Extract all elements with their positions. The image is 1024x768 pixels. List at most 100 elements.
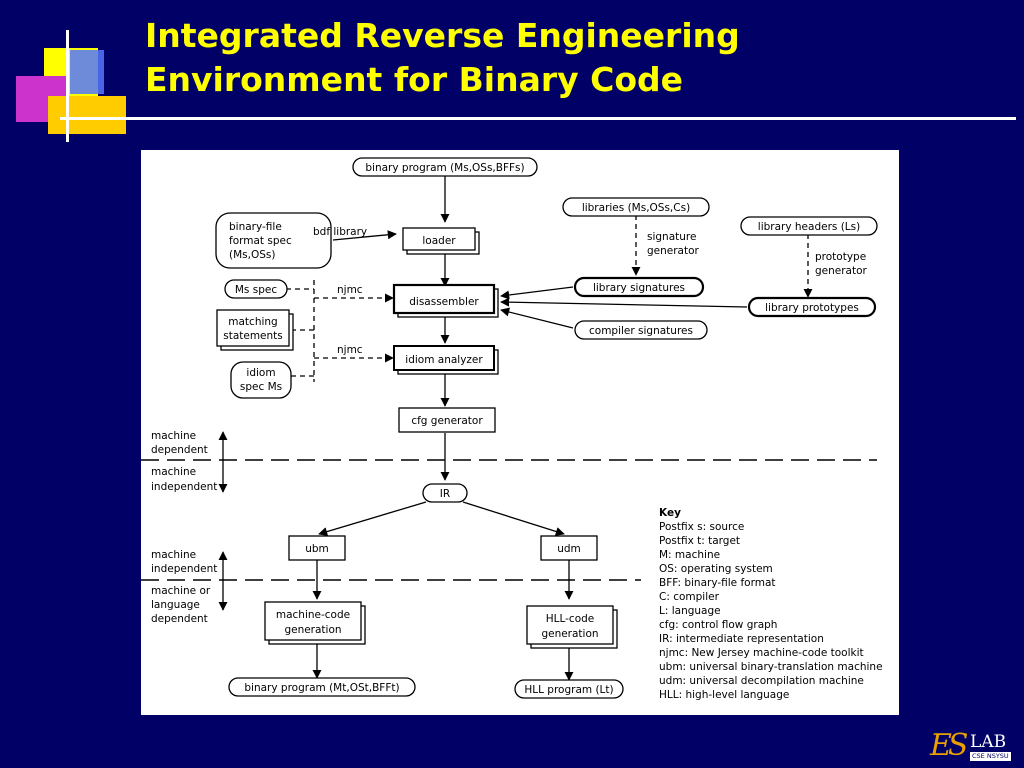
key-item: njmc: New Jersey machine-code toolkit bbox=[659, 647, 864, 659]
edge-spec-loader bbox=[332, 230, 397, 241]
node-library-signatures bbox=[573, 276, 705, 298]
node-hll-program bbox=[514, 679, 624, 699]
key-item: M: machine bbox=[659, 549, 720, 561]
label-library-prototypes: library prototypes bbox=[765, 302, 859, 314]
side-machine-or-language-3: dependent bbox=[151, 613, 208, 625]
node-machine-code-generation bbox=[264, 601, 362, 641]
node-matching bbox=[216, 309, 290, 347]
key-item: BFF: binary-file format bbox=[659, 577, 776, 589]
label-bdf-library: bdf library bbox=[313, 226, 367, 238]
key-item: L: language bbox=[659, 605, 721, 617]
key-item: OS: operating system bbox=[659, 563, 773, 575]
node-loader bbox=[402, 227, 476, 251]
architecture-diagram: binary program (Ms,OSs,BFFs) binary-file… bbox=[141, 150, 899, 715]
node-binary-file-spec bbox=[215, 212, 332, 269]
side-machine-independent-b-2: independent bbox=[151, 563, 217, 575]
edge-compsigs-disasm bbox=[500, 307, 574, 329]
label-mcg-1: machine-code bbox=[276, 609, 350, 621]
label-ir: IR bbox=[440, 488, 450, 500]
key-heading: Key bbox=[659, 507, 681, 519]
logo-name: LAB bbox=[970, 732, 1007, 752]
deco-square-orange bbox=[48, 96, 126, 134]
title-line-1: Integrated Reverse Engineering bbox=[145, 16, 740, 55]
label-matching-1: matching bbox=[228, 316, 277, 328]
edge-ir-ubm bbox=[318, 501, 427, 537]
node-idiom-spec bbox=[230, 361, 292, 399]
label-binary-file-spec-2: format spec bbox=[229, 235, 292, 247]
label-library-headers: library headers (Ls) bbox=[758, 221, 860, 233]
node-binary-program-out bbox=[228, 677, 416, 697]
key-item: C: compiler bbox=[659, 591, 720, 603]
label-idiom-spec-1: idiom bbox=[246, 367, 275, 379]
side-machine-or-language-2: language bbox=[151, 599, 200, 611]
deco-cross-vertical bbox=[66, 30, 69, 142]
key-item: IR: intermediate representation bbox=[659, 633, 824, 645]
label-binary-file-spec-1: binary-file bbox=[229, 221, 282, 233]
side-machine-independent-a-1: machine bbox=[151, 466, 196, 478]
label-hllg-2: generation bbox=[541, 628, 598, 640]
node-disassembler bbox=[392, 283, 496, 315]
key-item: Postfix s: source bbox=[659, 521, 744, 533]
node-ms-spec bbox=[224, 279, 288, 299]
node-binary-program-in bbox=[352, 157, 538, 177]
label-idiom-spec-2: spec Ms bbox=[240, 381, 282, 393]
label-idiom-analyzer: idiom analyzer bbox=[405, 354, 483, 366]
key-item: Postfix t: target bbox=[659, 535, 740, 547]
label-ubm: ubm bbox=[305, 543, 329, 555]
eslab-logo: ES LAB CSE NSYSU bbox=[930, 728, 1020, 766]
label-matching-2: statements bbox=[223, 330, 283, 342]
title-rule bbox=[60, 117, 1016, 120]
key-legend: Key Postfix s: source Postfix t: target … bbox=[659, 507, 883, 701]
key-item: udm: universal decompilation machine bbox=[659, 675, 864, 687]
label-mcg-2: generation bbox=[284, 624, 341, 636]
logo-subtitle: CSE NSYSU bbox=[970, 752, 1011, 761]
label-disassembler: disassembler bbox=[409, 296, 479, 308]
edge-sigs-disasm bbox=[500, 286, 574, 300]
label-library-signatures: library signatures bbox=[593, 282, 685, 294]
node-labels: binary program (Ms,OSs,BFFs) binary-file… bbox=[223, 162, 867, 696]
diagram-svg: binary program (Ms,OSs,BFFs) binary-file… bbox=[141, 157, 883, 701]
logo-mark: ES bbox=[930, 728, 969, 763]
node-idiom-analyzer bbox=[393, 345, 495, 371]
node-library-headers bbox=[740, 216, 878, 236]
side-machine-independent-a-2: independent bbox=[151, 481, 217, 493]
side-machine-dependent-2: dependent bbox=[151, 444, 208, 456]
edges bbox=[141, 176, 877, 681]
title-line-2: Environment for Binary Code bbox=[145, 60, 684, 99]
label-signature-generator-1: signature bbox=[647, 231, 696, 243]
label-loader: loader bbox=[422, 235, 456, 247]
label-cfg-generator: cfg generator bbox=[411, 415, 483, 427]
node-compiler-signatures bbox=[574, 320, 708, 340]
side-machine-or-language-1: machine or bbox=[151, 585, 211, 597]
key-item: HLL: high-level language bbox=[659, 689, 789, 701]
node-library-prototypes bbox=[747, 296, 877, 318]
nodes bbox=[215, 157, 878, 699]
label-binary-program-out: binary program (Mt,OSt,BFFt) bbox=[244, 682, 399, 694]
node-ir bbox=[422, 483, 468, 503]
node-ubm bbox=[288, 535, 346, 561]
label-hll-program: HLL program (Lt) bbox=[524, 684, 613, 696]
node-libraries bbox=[562, 197, 710, 217]
deco-square-blue bbox=[70, 50, 104, 94]
label-libraries: libraries (Ms,OSs,Cs) bbox=[582, 202, 690, 214]
label-binary-file-spec-3: (Ms,OSs) bbox=[229, 249, 275, 261]
label-njmc-2: njmc bbox=[337, 344, 363, 356]
key-item: ubm: universal binary-translation machin… bbox=[659, 661, 883, 673]
side-machine-independent-b-1: machine bbox=[151, 549, 196, 561]
label-hllg-1: HLL-code bbox=[546, 613, 595, 625]
side-machine-dependent-1: machine bbox=[151, 430, 196, 442]
label-ms-spec: Ms spec bbox=[235, 284, 277, 296]
node-udm bbox=[540, 535, 598, 561]
node-hll-code-generation bbox=[526, 605, 614, 645]
label-compiler-signatures: compiler signatures bbox=[589, 325, 693, 337]
label-njmc-1: njmc bbox=[337, 284, 363, 296]
node-cfg-generator bbox=[398, 407, 496, 433]
label-signature-generator-2: generator bbox=[647, 245, 700, 257]
side-labels: machine dependent machine independent ma… bbox=[151, 430, 217, 625]
label-prototype-generator-2: generator bbox=[815, 265, 868, 277]
key-item: cfg: control flow graph bbox=[659, 619, 777, 631]
slide-title: Integrated Reverse Engineering Environme… bbox=[145, 14, 1015, 102]
label-udm: udm bbox=[557, 543, 581, 555]
edge-ir-udm bbox=[462, 501, 565, 536]
label-binary-program-in: binary program (Ms,OSs,BFFs) bbox=[365, 162, 524, 174]
